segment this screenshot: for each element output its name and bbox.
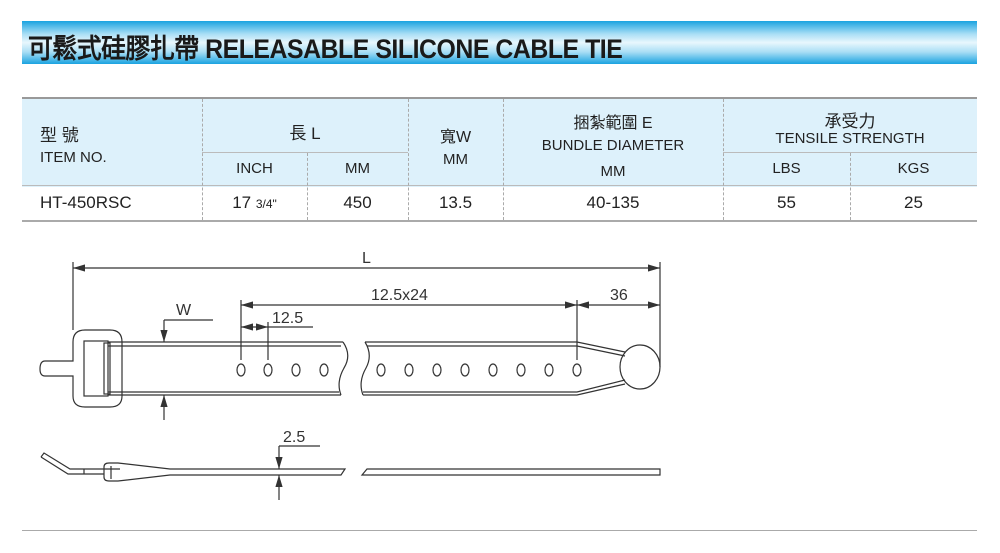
title-bar: 可鬆式硅膠扎帶 RELEASABLE SILICONE CABLE TIE — [22, 21, 977, 64]
cell-inch: 17 3/4" — [202, 193, 307, 213]
header-item-en: ITEM NO. — [40, 149, 107, 166]
header-width-mm: MM — [443, 151, 468, 168]
divider — [723, 99, 724, 220]
length-label: L — [362, 250, 371, 267]
buckle-pawl — [103, 342, 111, 395]
divider — [22, 185, 977, 186]
header-length-mm: MM — [345, 160, 370, 177]
strap-end-knob — [619, 344, 661, 390]
divider — [408, 99, 409, 220]
break-line — [360, 341, 370, 396]
divider — [850, 153, 851, 220]
header-tensile-zh: 承受力 — [824, 112, 876, 131]
cell-inch-whole: 17 — [232, 193, 252, 212]
bottom-divider — [22, 530, 977, 531]
buckle-slot — [83, 340, 109, 397]
header-lbs: LBS — [772, 160, 801, 177]
side-view-buckle — [103, 462, 347, 482]
header-bundle-mm: MM — [600, 163, 626, 180]
cell-mm: 450 — [343, 193, 372, 212]
divider — [307, 153, 308, 220]
cell-kgs: 25 — [904, 193, 923, 212]
cell-lbs: 55 — [777, 193, 796, 212]
header-width: 寬W — [439, 129, 472, 146]
end-label: 36 — [610, 287, 628, 304]
side-view-detail — [83, 466, 112, 479]
page-title: 可鬆式硅膠扎帶 RELEASABLE SILICONE CABLE TIE — [28, 34, 623, 64]
header-bundle-en: BUNDLE DIAMETER — [541, 137, 685, 154]
cell-bundle: 40-135 — [586, 193, 640, 212]
buckle — [39, 329, 123, 408]
cell-width: 13.5 — [438, 193, 473, 212]
table-header — [22, 97, 977, 187]
strap-right — [363, 341, 626, 396]
side-view-tab — [40, 452, 120, 475]
break-line — [338, 341, 349, 396]
cell-item: HT-450RSC — [40, 193, 132, 212]
header-length: 長 L — [289, 124, 321, 143]
hole-row — [236, 363, 582, 377]
divider — [202, 99, 203, 220]
divider — [202, 152, 408, 153]
spec-table: 型 號 ITEM NO. 長 L INCH MM 寬W MM 捆紮範圍 E BU… — [22, 97, 977, 222]
header-kgs: KGS — [897, 160, 930, 177]
divider — [723, 152, 977, 153]
header-bundle-zh: 捆紮範圍 E — [573, 115, 653, 132]
header-inch: INCH — [236, 160, 273, 177]
thickness-label: 2.5 — [283, 429, 305, 446]
strap-left — [108, 341, 343, 396]
pitch-label: 12.5 — [272, 310, 303, 327]
cell-inch-fraction: 3/4" — [255, 197, 277, 211]
header-tensile-en: TENSILE STRENGTH — [775, 130, 925, 147]
divider — [22, 220, 977, 222]
width-label: W — [176, 302, 192, 319]
divider — [503, 99, 504, 220]
side-view-strap — [360, 468, 661, 476]
header-item-zh: 型 號 — [40, 126, 79, 145]
span-label: 12.5x24 — [371, 287, 428, 304]
